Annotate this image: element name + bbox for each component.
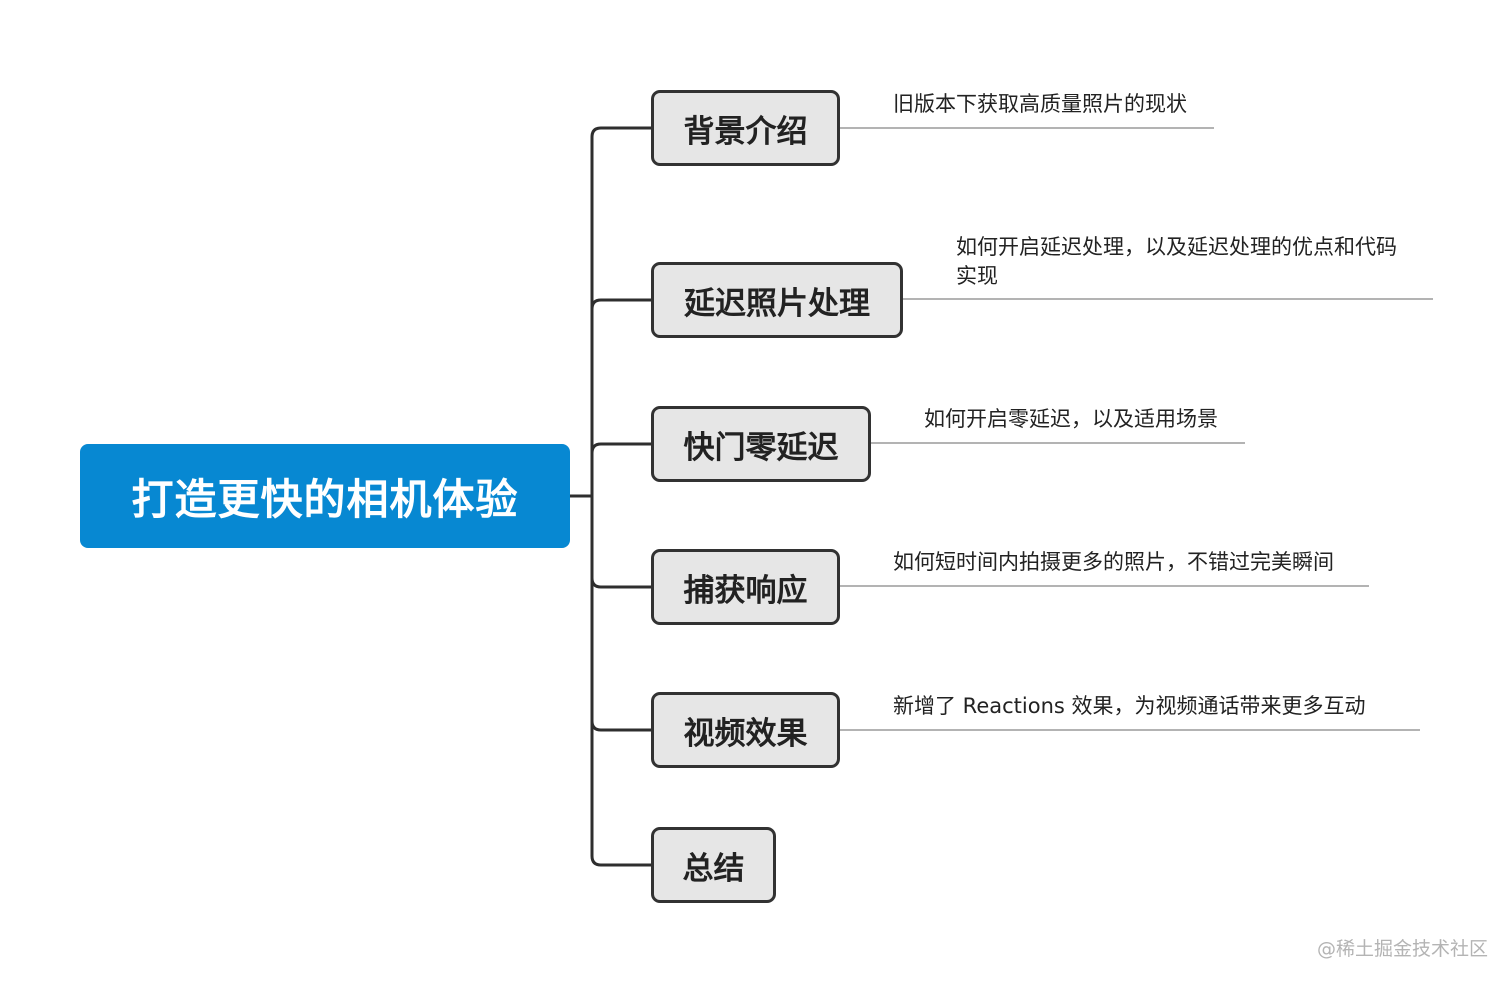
connector-zero-lag [590,442,651,454]
topic-summary[interactable]: 总结 [651,827,776,903]
topic-zero-shutter-lag[interactable]: 快门零延迟 [651,406,871,482]
note-background: 旧版本下获取高质量照片的现状 [893,92,1187,116]
topic-deferred-processing[interactable]: 延迟照片处理 [651,262,903,338]
note-deferred-processing: 如何开启延迟处理，以及延迟处理的优点和代码 实现 [956,235,1397,288]
topic-responsive-capture[interactable]: 捕获响应 [651,549,840,625]
note-zero-shutter-lag: 如何开启零延迟，以及适用场景 [924,407,1218,431]
connector-deferred [590,298,651,310]
watermark-text: @稀土掘金技术社区 [1316,938,1488,960]
connector-responsive [590,577,651,589]
topic-background[interactable]: 背景介绍 [651,90,840,166]
root-topic[interactable]: 打造更快的相机体验 [80,444,570,548]
topic-video-effects[interactable]: 视频效果 [651,692,840,768]
connector-trunk [570,126,602,867]
note-responsive-capture: 如何短时间内拍摄更多的照片，不错过完美瞬间 [893,550,1334,574]
connector-video [590,720,651,732]
note-video-effects: 新增了 Reactions 效果，为视频通话带来更多互动 [893,694,1366,718]
